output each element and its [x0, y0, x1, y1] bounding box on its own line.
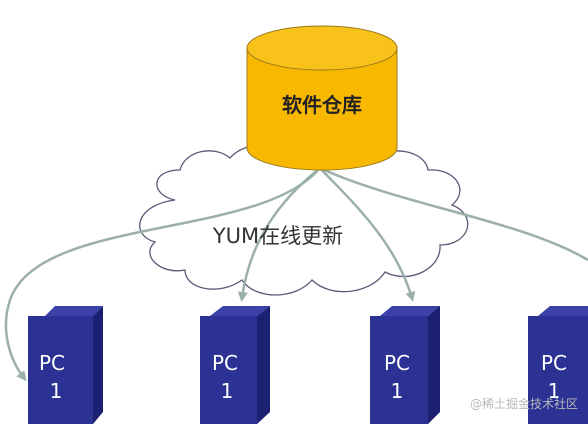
cloud-label: YUM在线更新 — [212, 224, 343, 248]
arrow-to-pc-3 — [319, 167, 416, 302]
pc-label-line2: 1 — [391, 379, 404, 403]
watermark: @稀土掘金技术社区 — [469, 397, 578, 411]
update-arrows — [4, 166, 588, 382]
pc-label-line1: PC — [212, 351, 238, 375]
repository-label: 软件仓库 — [282, 93, 362, 117]
pc-label-line2: 1 — [548, 379, 561, 403]
cloud-shape — [139, 143, 469, 296]
arrow-to-pc-2 — [237, 167, 321, 302]
pc-tower: PC 1 — [200, 306, 270, 424]
pc-label-line2: 1 — [221, 379, 234, 403]
pc-label-line1: PC — [39, 351, 65, 375]
pc-label-line1: PC — [541, 351, 567, 375]
pc-label-line2: 1 — [50, 379, 63, 403]
pc-tower: PC 1 — [370, 306, 440, 424]
repository-cylinder: 软件仓库 — [246, 25, 398, 171]
pc-tower: PC 1 — [28, 306, 103, 424]
arrow-to-pc-1 — [4, 167, 321, 382]
arrow-to-pc-4 — [319, 166, 588, 262]
pc-tower: PC 1 — [528, 306, 588, 424]
pc-label-line1: PC — [384, 351, 410, 375]
